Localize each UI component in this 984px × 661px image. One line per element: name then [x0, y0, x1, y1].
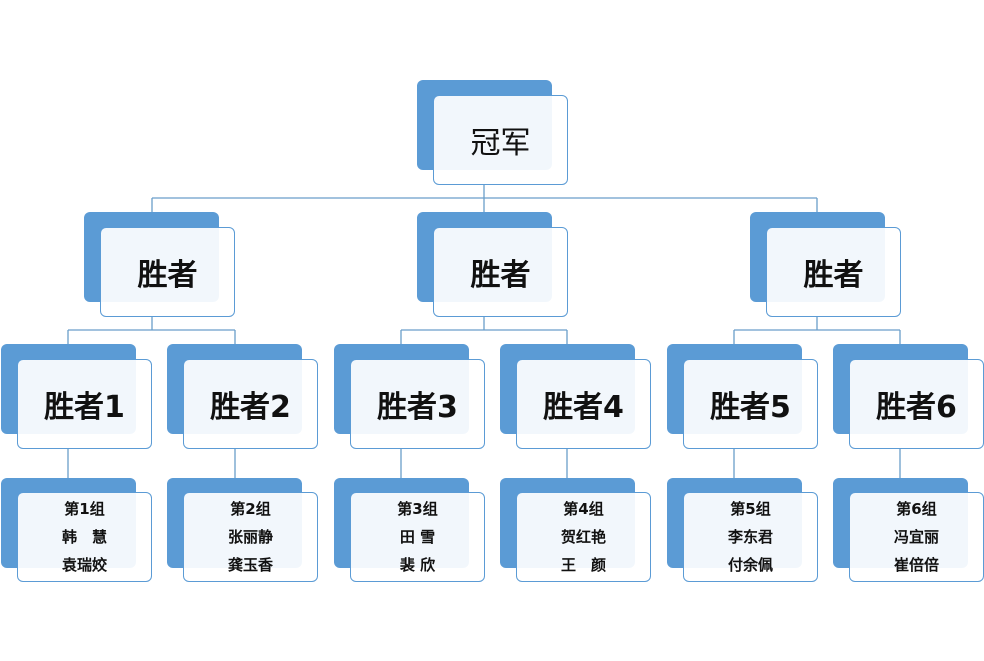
winner-label: 胜者 — [470, 258, 531, 293]
winner-5-label: 胜者5 — [710, 390, 791, 425]
group-title: 第5组 — [730, 500, 771, 518]
group-member: 李东君 — [727, 528, 773, 546]
group-member: 付余佩 — [727, 556, 773, 574]
group-member: 韩 慧 — [61, 528, 107, 546]
group-member: 袁瑞姣 — [61, 556, 107, 574]
group-title: 第2组 — [230, 500, 271, 518]
root-label: 冠军 — [470, 126, 531, 161]
group-member: 裴 欣 — [399, 556, 436, 574]
winner-1-label: 胜者1 — [44, 390, 125, 425]
winner-label: 胜者 — [803, 258, 864, 293]
group-member: 王 颜 — [560, 556, 606, 574]
winner-2-label: 胜者2 — [210, 390, 291, 425]
group-member: 贺红艳 — [560, 528, 606, 546]
winner-4-label: 胜者4 — [543, 390, 624, 425]
group-member: 龚玉香 — [227, 556, 273, 574]
group-title: 第4组 — [563, 500, 604, 518]
winner-label: 胜者 — [137, 258, 198, 293]
winner-6-label: 胜者6 — [876, 390, 957, 425]
group-member: 田 雪 — [399, 528, 436, 546]
group-member: 冯宜丽 — [893, 528, 939, 546]
group-title: 第6组 — [896, 500, 937, 518]
group-member: 崔倍倍 — [893, 556, 939, 574]
winner-3-label: 胜者3 — [377, 390, 458, 425]
group-title: 第3组 — [397, 500, 438, 518]
group-member: 张丽静 — [227, 528, 273, 546]
group-title: 第1组 — [64, 500, 105, 518]
